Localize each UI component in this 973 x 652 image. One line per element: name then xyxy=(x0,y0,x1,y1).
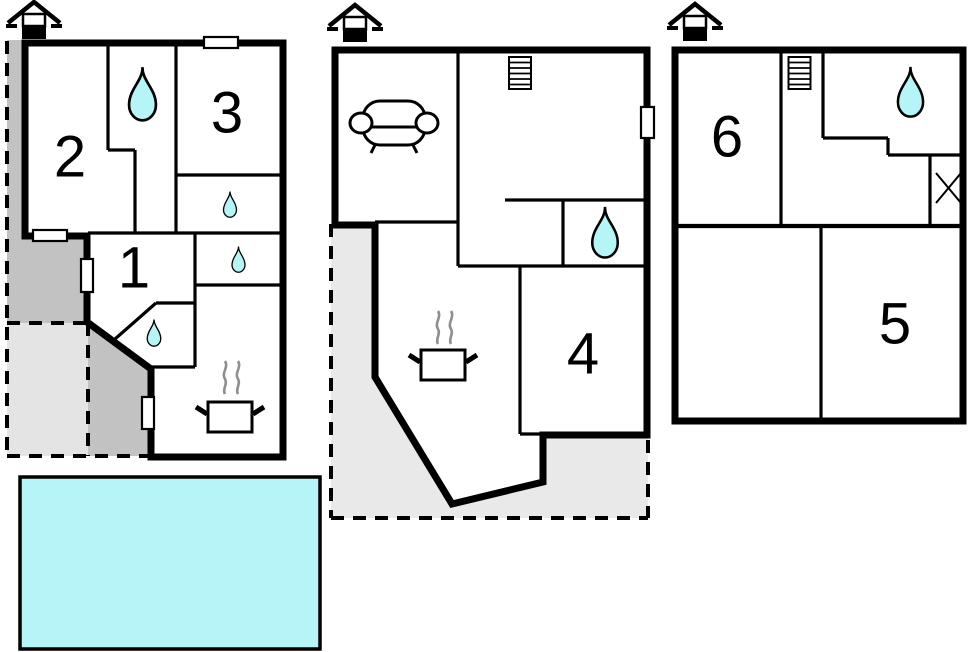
terrace-strip xyxy=(7,40,25,236)
room-label: 3 xyxy=(211,81,243,146)
terrace-patio xyxy=(331,224,648,518)
water-drop-small-icon xyxy=(222,191,238,218)
stove-pot-icon xyxy=(194,360,266,434)
terrace-dashed-border xyxy=(5,41,151,458)
stairs-icon xyxy=(508,56,532,90)
water-drop-large-icon xyxy=(896,65,925,118)
building-outline xyxy=(671,46,967,425)
room-label: 4 xyxy=(567,322,599,387)
shower-cross-icon xyxy=(935,172,962,204)
door-marker xyxy=(79,257,95,294)
room-label: 1 xyxy=(118,236,150,301)
water-drop-large-icon xyxy=(590,206,620,259)
room-label: 5 xyxy=(879,292,911,357)
terrace-lower-light xyxy=(7,323,88,456)
house-entrance-icon xyxy=(6,2,62,39)
window-marker xyxy=(202,35,240,50)
building-outline xyxy=(331,46,651,509)
interior-walls xyxy=(88,45,281,369)
right-building: 6 5 xyxy=(667,4,967,425)
water-drop-large-icon xyxy=(127,66,158,122)
terrace-dashed-border xyxy=(329,224,650,520)
water-drop-small-icon xyxy=(146,319,162,347)
house-entrance-icon xyxy=(327,5,383,42)
swimming-pool xyxy=(18,475,322,651)
terrace-upper xyxy=(7,236,87,323)
door-marker xyxy=(639,105,656,140)
left-building: 2 3 1 xyxy=(5,2,287,461)
stairs-icon xyxy=(787,56,812,90)
stove-pot-icon xyxy=(407,310,479,382)
door-marker xyxy=(140,395,156,431)
window-marker xyxy=(31,228,69,243)
water-drop-small-icon xyxy=(231,246,246,273)
middle-building: 4 xyxy=(327,5,656,520)
room-label: 2 xyxy=(54,125,86,190)
sofa-icon xyxy=(348,99,440,154)
interior-walls xyxy=(375,49,645,436)
room-label: 6 xyxy=(711,105,743,170)
house-entrance-icon xyxy=(667,4,723,41)
terrace-lower-dark xyxy=(88,325,151,456)
interior-walls xyxy=(676,50,961,419)
